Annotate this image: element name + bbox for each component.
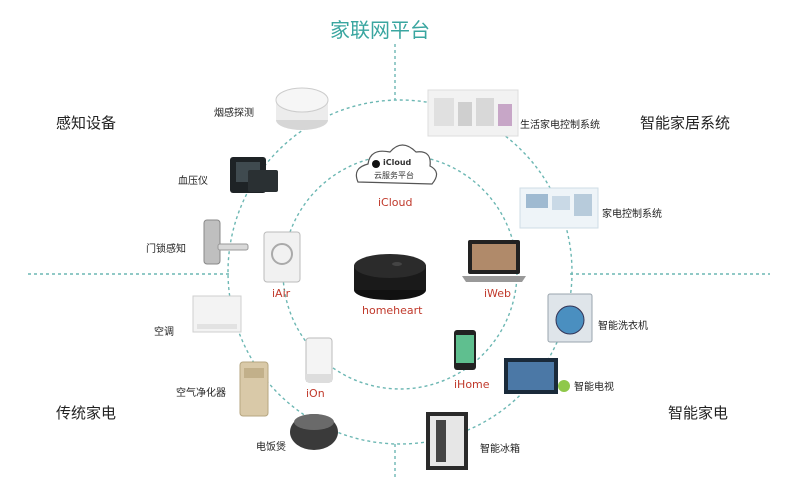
label-icloud: iCloud [378, 196, 413, 209]
label-door-sensor: 门锁感知 [146, 244, 186, 255]
appliance-control-system-image [519, 187, 599, 229]
label-iweb: iWeb [484, 287, 512, 300]
rice-cooker-icon [290, 414, 338, 450]
iweb-laptop-icon [462, 240, 526, 282]
label-air-conditioner: 空调 [154, 327, 174, 338]
homeheart-hub-icon [354, 254, 426, 300]
category-smart-home: 智能家居系统 [640, 114, 731, 132]
label-blood-pressure: 血压仪 [178, 176, 208, 187]
label-smart-washer: 智能洗衣机 [598, 321, 648, 332]
label-air-purifier: 空气净化器 [176, 388, 226, 399]
label-smart-tv: 智能电视 [574, 382, 614, 393]
category-sensing: 感知设备 [56, 114, 117, 132]
label-homeheart: homeheart [362, 304, 423, 317]
icloud-icon [355, 144, 438, 185]
label-ihome: iHome [454, 378, 490, 391]
smart-tv-icon [504, 358, 570, 394]
label-rice-cooker: 电饭煲 [256, 442, 286, 453]
page-title: 家联网平台 [330, 18, 430, 42]
air-purifier-icon [239, 361, 269, 417]
cloud-inner-title: iCloud [383, 158, 412, 167]
outer-ring [227, 99, 573, 445]
blood-pressure-monitor-icon [230, 157, 278, 193]
label-iair: iAir [272, 287, 291, 300]
iair-device-icon [263, 231, 301, 283]
smart-fridge-icon [426, 412, 468, 470]
life-control-system-image [427, 89, 519, 137]
label-ion: iOn [306, 387, 325, 400]
smart-washer-icon [547, 293, 593, 343]
label-smoke-detector: 烟感探测 [214, 108, 254, 119]
category-traditional: 传统家电 [56, 404, 117, 422]
smoke-detector-icon [275, 87, 329, 130]
category-smart-appliance: 智能家电 [668, 404, 729, 422]
ion-device-icon [305, 337, 333, 383]
air-conditioner-icon [192, 295, 242, 333]
label-appliance-control: 家电控制系统 [602, 209, 662, 220]
door-lock-icon [203, 219, 249, 265]
label-smart-fridge: 智能冰箱 [480, 444, 520, 455]
ihome-phone-icon [454, 330, 476, 370]
label-life-control: 生活家电控制系统 [520, 120, 600, 131]
cloud-inner-subtitle: 云服务平台 [374, 171, 414, 180]
